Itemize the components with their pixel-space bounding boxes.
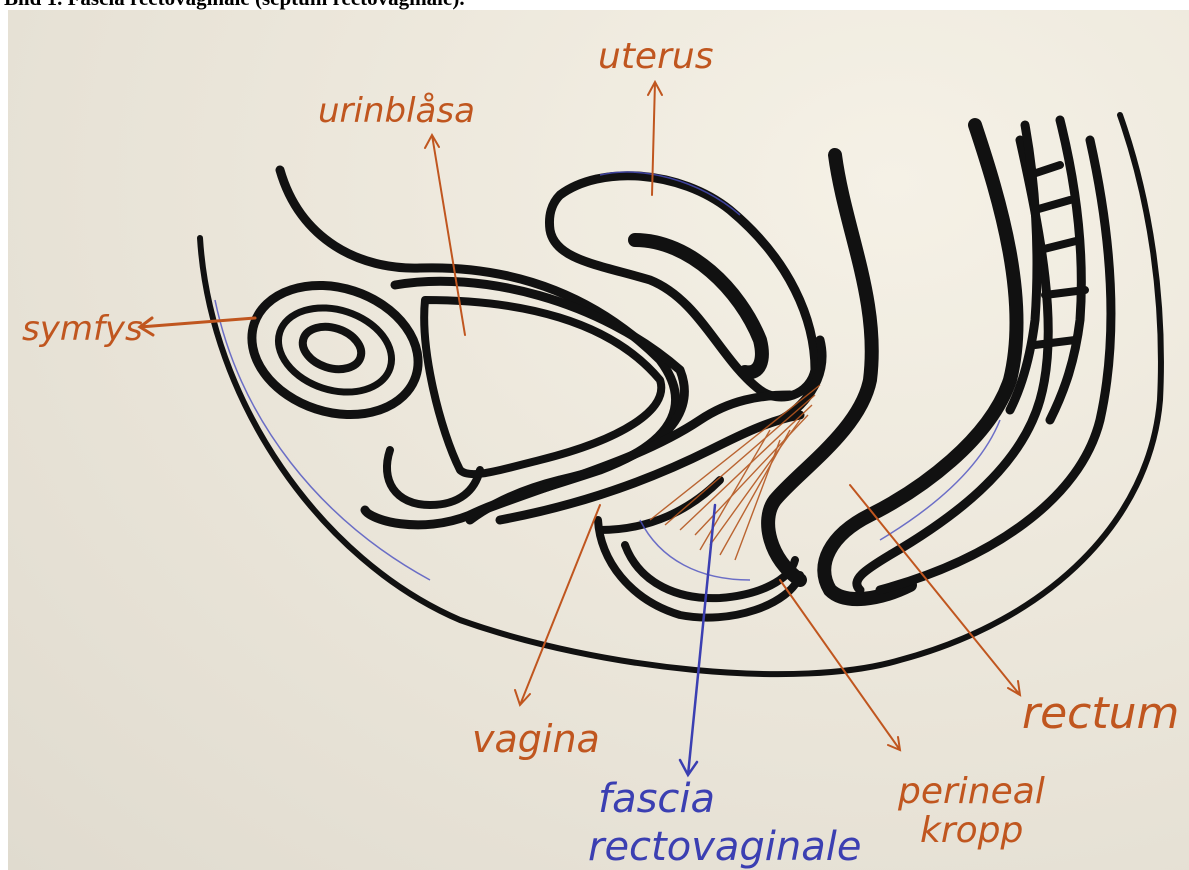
symphysis-inner [297, 320, 366, 377]
anatomy-outlines [200, 115, 1161, 674]
sketch-lines [215, 172, 1000, 580]
label-fascia-line1: fascia [598, 776, 715, 822]
symphysis-mid [267, 294, 402, 406]
vagina-posterior-wall [500, 415, 800, 520]
symphysis-outer [235, 265, 435, 435]
label-uterus: uterus [598, 36, 713, 77]
label-perineal-line2: kropp [920, 810, 1023, 851]
vagina-anterior-wall [470, 395, 790, 515]
label-fascia-line2: rectovaginale [588, 824, 861, 870]
label-rectum: rectum [1022, 688, 1179, 739]
label-urinblasa: urinblåsa [318, 91, 475, 131]
label-perineal-line1: perineal [897, 771, 1045, 812]
label-vagina: vagina [472, 717, 600, 761]
label-symfys: symfys [22, 309, 143, 349]
fascia-arrow [680, 505, 715, 775]
symphysis-stem [387, 450, 480, 505]
sketch-line-1 [215, 300, 430, 580]
uterus-outer [549, 176, 815, 397]
vagina-arrow [515, 505, 600, 705]
labels: uterus urinblåsa symfys vagina fascia re… [22, 36, 1179, 870]
symfys-arrow [140, 318, 255, 335]
rectum-outer [824, 125, 1016, 599]
fascia-hatching [640, 520, 750, 580]
urinblasa-arrow [425, 135, 465, 335]
